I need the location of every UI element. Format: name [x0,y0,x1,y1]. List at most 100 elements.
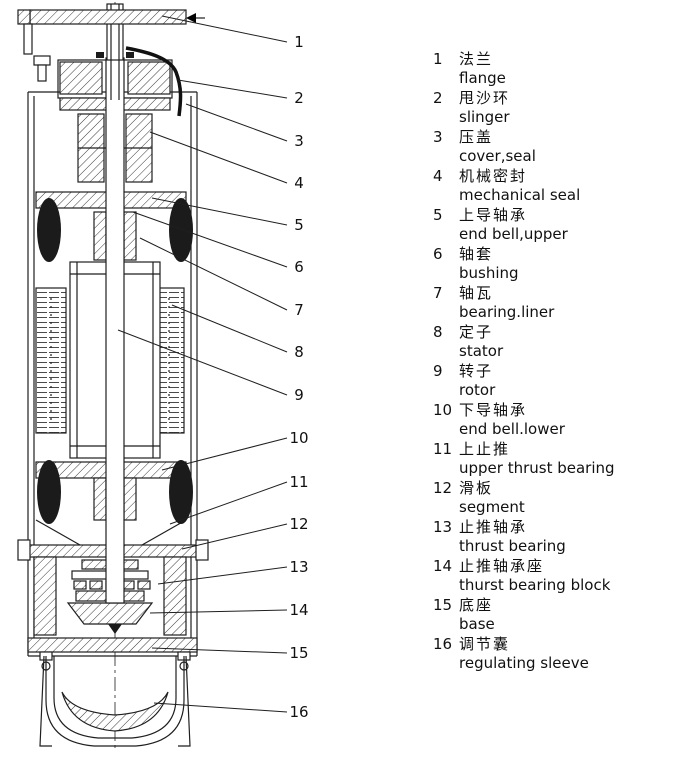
legend-item-name-zh: 轴瓦 [459,284,494,302]
legend-item-name-zh: 转子 [459,362,494,380]
legend-item-name-en: regulating sleeve [459,654,589,672]
callout-12: 12 [181,515,309,550]
callout-8: 8 [171,304,304,361]
callout-1: 1 [161,15,304,51]
legend-item-name-zh: 上止推 [459,440,511,458]
bushing [123,211,137,261]
legend-item-number: 15 [433,596,453,614]
legend-item-number: 4 [433,167,443,185]
legend-item-name-zh: 甩沙环 [459,89,511,107]
legend-item-name-zh: 上导轴承 [459,206,528,224]
callout-14: 14 [149,601,309,619]
shaft [105,3,125,604]
callout-number: 6 [294,258,304,276]
legend-item-name-zh: 轴套 [459,245,494,263]
legend-item-name-en: end bell,upper [459,225,568,243]
legend-item-number: 1 [433,50,443,68]
bearing-liner [93,211,107,261]
windings [37,198,193,524]
callout-9: 9 [117,329,304,404]
legend-item-number: 2 [433,89,443,107]
callout-number: 8 [294,343,304,361]
callout-number: 14 [289,601,308,619]
callout-11: 11 [169,473,309,525]
legend-item-name-zh: 滑板 [459,479,494,497]
callout-13: 13 [157,558,309,585]
slinger [96,52,134,58]
legend-item-name-en: upper thrust bearing [459,459,615,477]
legend-item-number: 7 [433,284,443,302]
callout-10: 10 [161,429,309,471]
legend-item-number: 10 [433,401,453,419]
thrust-bearing-block [66,602,154,625]
legend-item-name-en: rotor [459,381,496,399]
legend-item-name-en: slinger [459,108,510,126]
legend-item-number: 16 [433,635,453,653]
mechanical-seal [77,113,153,183]
legend-item-number: 13 [433,518,453,536]
callout-6: 6 [132,211,304,276]
callout-3: 3 [185,103,304,150]
legend-item-number: 11 [433,440,453,458]
callout-number: 15 [289,644,308,662]
callout-4: 4 [149,131,304,192]
regulating-sleeve [61,691,169,732]
legend-item-name-en: flange [459,69,506,87]
flange [17,9,187,82]
legend-item-name-en: thrust bearing [459,537,566,555]
callout-number: 16 [289,703,308,721]
legend-item-name-en: end bell.lower [459,420,565,438]
callout-16: 16 [153,702,309,721]
flange-arrow-icon [186,13,205,23]
callout-number: 11 [289,473,308,491]
callout-7: 7 [139,237,304,319]
legend-item-name-zh: 定子 [459,323,494,341]
callout-number: 12 [289,515,308,533]
callout-number: 9 [294,386,304,404]
legend-item-name-en: stator [459,342,504,360]
legend-item-name-zh: 压盖 [459,128,494,146]
callout-number: 13 [289,558,308,576]
legend-item-name-en: segment [459,498,525,516]
legend-item-name-zh: 底座 [459,596,494,614]
legend-item-name-en: cover,seal [459,147,536,165]
legend-item-name-zh: 法兰 [459,50,494,68]
callout-2: 2 [177,79,304,107]
legend-item-number: 9 [433,362,443,380]
callout-number: 10 [289,429,308,447]
legend-item-name-en: base [459,615,495,633]
legend-item-name-zh: 下导轴承 [459,401,528,419]
legend-item-name-en: mechanical seal [459,186,581,204]
cable [125,46,183,117]
callout-number: 7 [294,301,304,319]
legend-item-name-zh: 机械密封 [459,167,528,185]
legend-item-number: 14 [433,557,453,575]
stator [35,287,185,434]
callout-15: 15 [151,644,309,662]
callout-number: 1 [294,33,304,51]
seal-housing [57,59,173,111]
legend-item-number: 6 [433,245,443,263]
callout-5: 5 [151,197,304,234]
callout-number: 5 [294,216,304,234]
legend-item-name-zh: 止推轴承座 [459,557,545,575]
